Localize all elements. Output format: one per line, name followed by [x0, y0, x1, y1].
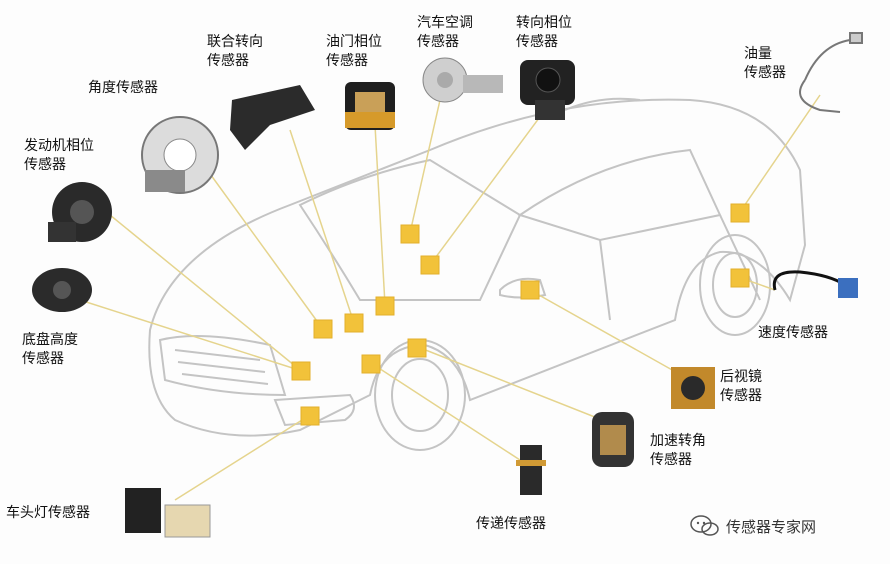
ac-image — [422, 57, 503, 103]
mirror-image — [671, 367, 715, 409]
label-throttle-phase-sensor: 油门相位传感器 — [326, 34, 382, 69]
label-linked-steering-sensor: 联合转向传感器 — [207, 34, 263, 69]
watermark-text: 传感器专家网 — [726, 517, 817, 536]
speed-image — [772, 270, 858, 298]
oil-image — [799, 32, 863, 113]
chassis-image — [32, 268, 92, 312]
label-engine-phase-sensor: 发动机相位传感器 — [24, 138, 94, 173]
label-transmission-sensor: 传递传感器 — [476, 516, 546, 532]
transmission-image — [516, 445, 546, 495]
label-speed-sensor: 速度传感器 — [758, 325, 828, 341]
marker-chassis — [291, 361, 311, 381]
label-angle-sensor: 角度传感器 — [88, 80, 158, 96]
marker-speed — [730, 268, 750, 288]
throttle-image — [345, 82, 395, 130]
marker-headlight — [300, 406, 320, 426]
leader-lines — [79, 94, 821, 501]
marker-throttle — [375, 296, 395, 316]
accel-image — [592, 412, 634, 467]
marker-oil — [730, 203, 750, 223]
label-mirror-sensor: 后视镜传感器 — [720, 369, 762, 404]
label-headlight-sensor: 车头灯传感器 — [6, 505, 90, 521]
marker-accel — [407, 338, 427, 358]
marker-mirror — [520, 280, 540, 300]
angle-sensor-image — [141, 116, 219, 194]
linked-steering-image — [230, 85, 315, 150]
marker-steering-phase — [420, 255, 440, 275]
label-chassis-height-sensor: 底盘高度传感器 — [22, 332, 78, 367]
steering-phase-image — [520, 60, 575, 120]
car-outline — [148, 97, 807, 451]
label-oil-level-sensor: 油量传感器 — [744, 46, 786, 81]
marker-ac — [400, 224, 420, 244]
marker-linked-steering — [344, 313, 364, 333]
label-accel-turn-sensor: 加速转角传感器 — [650, 433, 706, 468]
marker-transmission — [361, 354, 381, 374]
label-steering-phase-sensor: 转向相位传感器 — [516, 15, 572, 50]
sensor-images — [32, 32, 863, 538]
marker-angle — [313, 319, 333, 339]
headlight-image — [125, 488, 211, 538]
label-ac-sensor: 汽车空调传感器 — [417, 15, 473, 50]
sensor-markers — [291, 203, 750, 426]
engine-phase-image — [48, 182, 112, 242]
wechat-icon — [690, 515, 719, 536]
watermark: 传感器专家网 — [690, 515, 816, 537]
